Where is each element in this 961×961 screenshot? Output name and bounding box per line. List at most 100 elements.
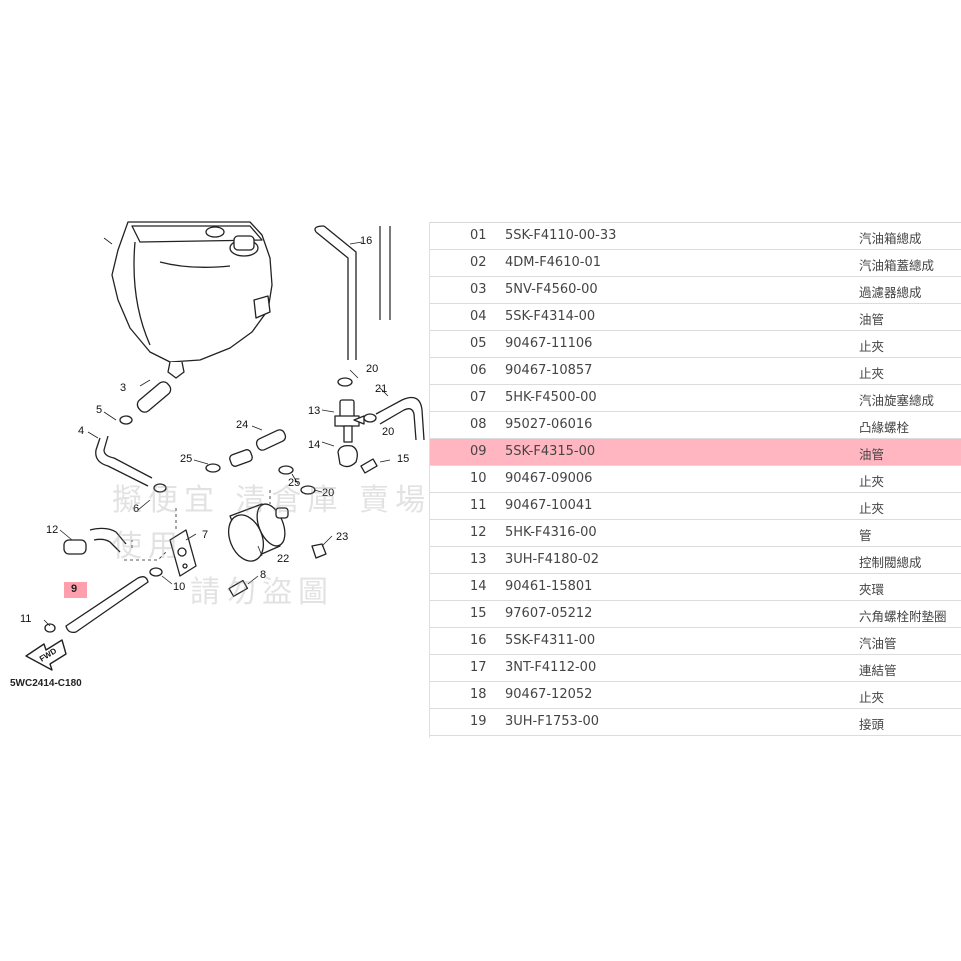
part-number-index: 09 <box>470 444 487 459</box>
fuel-filter-22 <box>228 503 289 562</box>
table-row[interactable]: 05 90467-11106 止夾 <box>430 331 961 358</box>
table-divider <box>429 222 430 738</box>
callout-13: 13 <box>308 405 320 417</box>
part-number-index: 16 <box>470 633 487 648</box>
part-name: 連結管 <box>859 663 897 678</box>
part-number-index: 08 <box>470 417 487 432</box>
table-row[interactable]: 09 5SK-F4315-00 油管 <box>430 439 961 466</box>
part-number-index: 01 <box>470 228 487 243</box>
part-name: 汽油管 <box>859 636 897 651</box>
callout-25-left: 25 <box>180 453 192 465</box>
part-name: 止夾 <box>859 474 885 489</box>
table-row[interactable]: 15 97607-05212 六角螺栓附墊圈 <box>430 601 961 628</box>
part-number-index: 04 <box>470 309 487 324</box>
part-number-index: 05 <box>470 336 487 351</box>
part-number-index: 15 <box>470 606 487 621</box>
part-number-index: 06 <box>470 363 487 378</box>
callout-11: 11 <box>20 613 31 625</box>
part-number-index: 03 <box>470 282 487 297</box>
part-number-index: 11 <box>470 498 487 513</box>
watermark-line-1: 擬便宜 清倉庫 賣場使用 <box>112 483 432 564</box>
part-name: 油管 <box>859 447 885 462</box>
part-name: 止夾 <box>859 339 885 354</box>
parts-diagram: 16 20 21 3 5 4 13 20 14 15 24 25 25 20 6… <box>20 221 425 671</box>
part-code: 90467-10857 <box>505 363 593 378</box>
callout-23: 23 <box>336 531 348 543</box>
part-name: 夾環 <box>859 582 885 597</box>
part-code: 90467-12052 <box>505 687 593 702</box>
hose-24 <box>255 429 287 451</box>
part-number-index: 13 <box>470 552 487 567</box>
diagram-code: 5WC2414-C180 <box>10 678 82 689</box>
part-code: 5SK-F4315-00 <box>505 444 596 459</box>
fuel-hose-4 <box>95 435 153 487</box>
table-row[interactable]: 04 5SK-F4314-00 油管 <box>430 304 961 331</box>
fuel-hose-9 <box>65 576 149 634</box>
part-name: 汽油旋塞總成 <box>859 393 935 408</box>
fuel-cock-7 <box>169 529 197 577</box>
clamp-14 <box>337 444 358 468</box>
hose-12 <box>63 539 87 555</box>
callout-4: 4 <box>78 425 84 437</box>
callout-20-low: 20 <box>322 487 334 499</box>
part-name: 止夾 <box>859 501 885 516</box>
part-code: 90467-10041 <box>505 498 593 513</box>
part-number-index: 07 <box>470 390 487 405</box>
part-number-index: 14 <box>470 579 487 594</box>
callout-16: 16 <box>360 235 372 247</box>
part-code: 97607-05212 <box>505 606 593 621</box>
part-number-index: 02 <box>470 255 487 270</box>
callout-3: 3 <box>120 382 126 394</box>
table-row[interactable]: 18 90467-12052 止夾 <box>430 682 961 709</box>
part-name: 油管 <box>859 312 885 327</box>
fuel-tank-drawing <box>111 221 273 379</box>
callout-25-right: 25 <box>288 477 300 489</box>
part-name: 六角螺栓附墊圈 <box>859 609 947 624</box>
fuel-hose-21 <box>375 396 425 441</box>
callout-20-mid: 20 <box>382 426 394 438</box>
callout-14: 14 <box>308 439 320 451</box>
part-number-index: 19 <box>470 714 487 729</box>
part-name: 控制閥總成 <box>859 555 922 570</box>
part-number-index: 12 <box>470 525 487 540</box>
table-row[interactable]: 11 90467-10041 止夾 <box>430 493 961 520</box>
part-code: 90467-09006 <box>505 471 593 486</box>
part-number-index: 10 <box>470 471 487 486</box>
part-number-index: 17 <box>470 660 487 675</box>
watermark-line-2: 請勿盜圖 <box>190 575 334 610</box>
fuel-hose-16 <box>315 225 357 360</box>
part-code: 90467-11106 <box>505 336 593 351</box>
part-code: 5SK-F4314-00 <box>505 309 596 324</box>
part-name: 接頭 <box>859 717 885 732</box>
watermark: 擬便宜 清倉庫 賣場使用 請勿盜圖 <box>112 478 432 616</box>
part-name: 凸緣螺栓 <box>859 420 910 435</box>
table-row[interactable]: 10 90467-09006 止夾 <box>430 466 961 493</box>
part-code: 5HK-F4316-00 <box>505 525 597 540</box>
part-name: 汽油箱蓋總成 <box>859 258 935 273</box>
callout-10: 10 <box>173 581 185 593</box>
part-name: 過濾器總成 <box>859 285 922 300</box>
callout-8: 8 <box>260 569 266 581</box>
callout-20-top: 20 <box>366 363 378 375</box>
callout-9: 9 <box>71 583 78 595</box>
part-name: 止夾 <box>859 690 885 705</box>
control-valve-13 <box>334 399 365 443</box>
fwd-arrow-icon <box>25 639 67 671</box>
fuel-hose-3 <box>136 381 172 413</box>
part-number-index: 18 <box>470 687 487 702</box>
callout-9-highlight: 9 <box>64 582 87 598</box>
part-code: 5SK-F4110-00-33 <box>505 228 617 243</box>
